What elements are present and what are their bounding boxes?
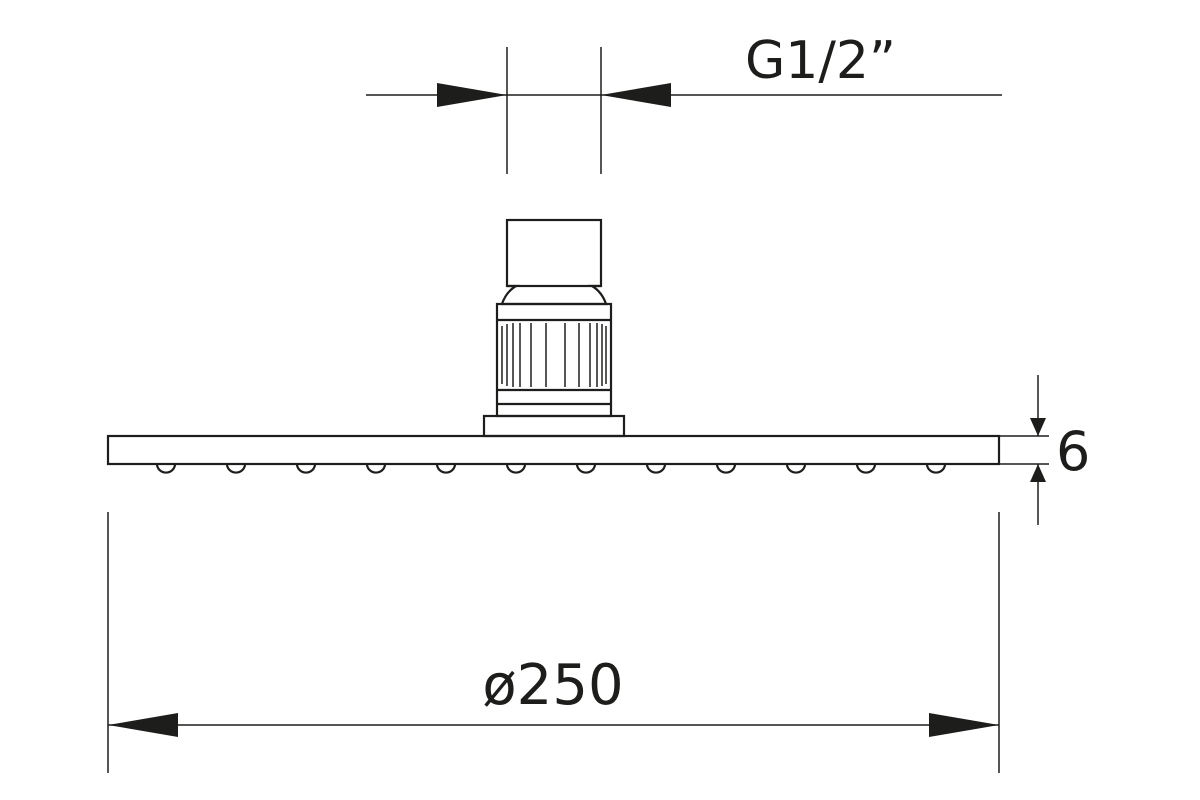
spray-nozzle — [225, 463, 247, 474]
connector-nut — [482, 218, 626, 438]
thickness-arrow-top — [1030, 418, 1046, 436]
thread-label: G1/2” — [745, 31, 896, 91]
shower-plate-body — [106, 434, 1001, 466]
thread-arrow-left — [437, 83, 507, 107]
spray-nozzle — [365, 463, 387, 474]
diameter-arrow-left — [108, 713, 178, 737]
thickness-arrow-bottom — [1030, 464, 1046, 482]
connector-top-block — [505, 218, 603, 288]
diameter-arrow-right — [929, 713, 999, 737]
spray-nozzle — [155, 463, 177, 474]
spray-nozzle — [855, 463, 877, 474]
thread-arrow-right — [601, 83, 671, 107]
connector-base-flange — [482, 414, 626, 438]
spray-nozzle — [925, 463, 947, 474]
spray-nozzle — [575, 463, 597, 474]
thickness-label: 6 — [1056, 420, 1090, 483]
spray-nozzle — [295, 463, 317, 474]
knurl-ridges — [501, 323, 607, 387]
spray-nozzle — [785, 463, 807, 474]
thread-dimension: G1/2” — [366, 31, 1002, 174]
spray-nozzle — [715, 463, 737, 474]
shower-head-plate — [106, 434, 1001, 474]
spray-nozzle — [435, 463, 457, 474]
spray-nozzle — [645, 463, 667, 474]
nozzle-row — [155, 463, 947, 474]
diameter-label: ø250 — [482, 653, 623, 718]
spray-nozzle — [505, 463, 527, 474]
thickness-dimension: 6 — [999, 375, 1090, 525]
connector-neck — [500, 284, 608, 306]
diameter-dimension: ø250 — [107, 512, 1000, 773]
